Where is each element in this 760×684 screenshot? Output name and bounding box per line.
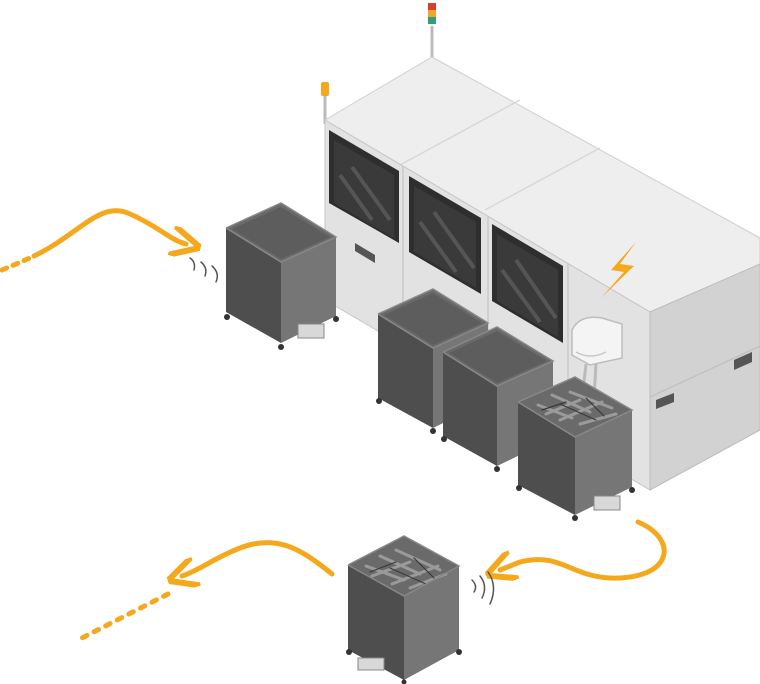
outgoing-flow-arrow — [75, 539, 335, 643]
lightning-icon — [601, 242, 636, 298]
machine-window-1 — [329, 130, 399, 243]
machine-window-3 — [492, 224, 563, 343]
wireless-signal-icon — [189, 257, 219, 283]
outgoing-full-bin — [346, 535, 462, 684]
machine-handle-3 — [734, 352, 752, 370]
wireless-signal-icon — [471, 571, 495, 605]
warning-beacon — [321, 82, 329, 124]
incoming-flow-arrow — [0, 208, 186, 273]
signal-tower — [428, 3, 436, 60]
machine-handle-2 — [656, 393, 674, 409]
filling-bin — [516, 376, 635, 521]
machine-side — [649, 263, 760, 491]
incoming-empty-bin — [224, 202, 339, 350]
metal-parts-pile — [536, 390, 618, 426]
machine-output-arrow — [500, 519, 667, 578]
machine-window-2 — [409, 176, 481, 294]
machine-handle-1 — [355, 243, 375, 263]
